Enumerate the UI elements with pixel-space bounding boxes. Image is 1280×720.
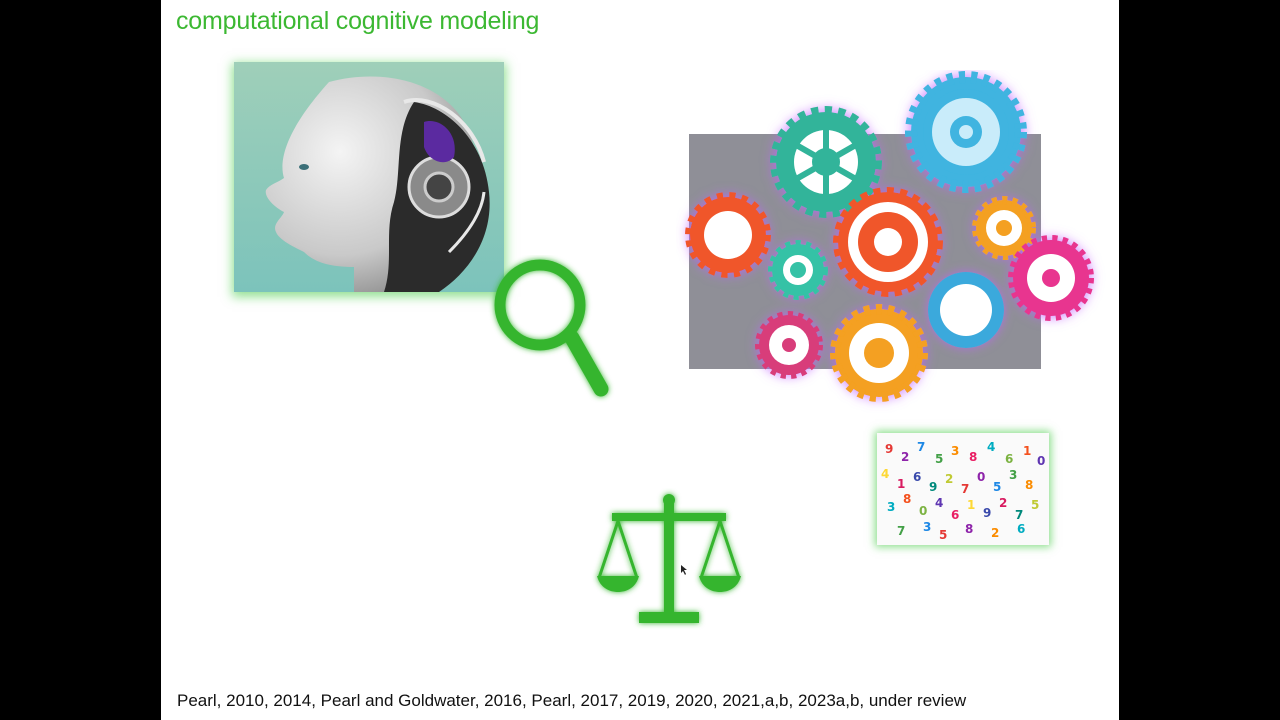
svg-text:1: 1	[967, 498, 975, 512]
svg-text:9: 9	[983, 506, 991, 520]
svg-text:8: 8	[969, 450, 977, 464]
svg-text:1: 1	[897, 477, 905, 491]
svg-text:0: 0	[919, 504, 927, 518]
citation-text: Pearl, 2010, 2014, Pearl and Goldwater, …	[177, 691, 967, 710]
robot-child-image	[234, 62, 504, 292]
svg-text:9: 9	[885, 442, 893, 456]
svg-text:0: 0	[1037, 454, 1045, 468]
svg-text:0: 0	[977, 470, 985, 484]
svg-text:6: 6	[951, 508, 959, 522]
svg-text:2: 2	[999, 496, 1007, 510]
svg-text:5: 5	[939, 528, 947, 542]
svg-text:8: 8	[1025, 478, 1033, 492]
svg-text:7: 7	[917, 440, 925, 454]
svg-text:5: 5	[935, 452, 943, 466]
svg-text:7: 7	[1015, 508, 1023, 522]
svg-text:6: 6	[913, 470, 921, 484]
svg-text:3: 3	[1009, 468, 1017, 482]
svg-text:3: 3	[951, 444, 959, 458]
gears-illustration	[676, 70, 1106, 415]
colorful-numbers-image: 9 2 7 5 3 8 4 6 1 0 4 1 6 9 2 7 0 5 3 8	[877, 433, 1049, 545]
svg-text:6: 6	[1005, 452, 1013, 466]
svg-text:5: 5	[1031, 498, 1039, 512]
svg-text:2: 2	[901, 450, 909, 464]
svg-text:3: 3	[923, 520, 931, 534]
slide-title: computational cognitive modeling	[176, 7, 540, 35]
slide: computational cognitive modeling	[161, 0, 1119, 720]
svg-text:2: 2	[991, 526, 999, 540]
svg-text:4: 4	[881, 467, 889, 481]
svg-text:2: 2	[945, 472, 953, 486]
svg-text:9: 9	[929, 480, 937, 494]
svg-text:8: 8	[965, 522, 973, 536]
svg-text:6: 6	[1017, 522, 1025, 536]
svg-text:5: 5	[993, 480, 1001, 494]
svg-text:1: 1	[1023, 444, 1031, 458]
svg-text:3: 3	[887, 500, 895, 514]
svg-text:7: 7	[897, 524, 905, 538]
svg-text:4: 4	[935, 496, 943, 510]
magnifying-glass-icon	[487, 255, 617, 405]
balance-scale-icon	[591, 488, 746, 633]
mouse-cursor-icon	[681, 562, 689, 575]
svg-text:7: 7	[961, 482, 969, 496]
svg-text:8: 8	[903, 492, 911, 506]
svg-text:4: 4	[987, 440, 995, 454]
